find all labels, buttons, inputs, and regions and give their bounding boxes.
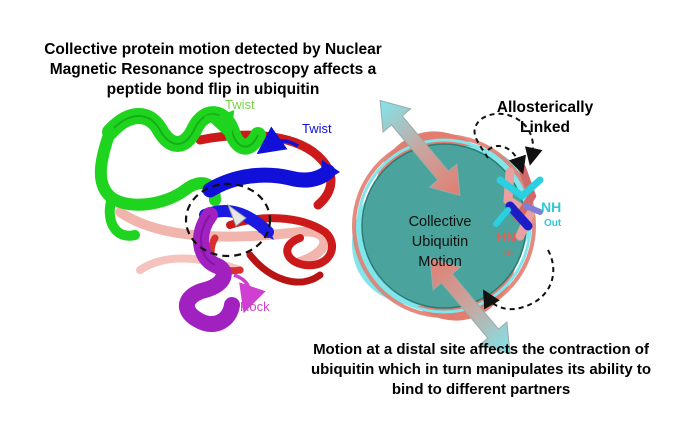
dashed-curved-arrow-icon <box>487 145 527 175</box>
double-arrow-icon <box>379 99 461 197</box>
title-line-1: Collective protein motion detected by Nu… <box>44 41 382 58</box>
title-line-2: Magnetic Resonance spectroscopy affects … <box>49 61 377 78</box>
dashed-circle-icon <box>184 182 272 258</box>
linked-text: Linked <box>520 119 570 136</box>
caption-line-2: ubiquitin which in turn manipulates its … <box>310 361 651 378</box>
collective-motion-diagram <box>352 99 544 355</box>
collective-line-1: Collective <box>408 214 472 230</box>
caption-line-1: Motion at a distal site affects the cont… <box>313 341 649 358</box>
collective-line-3: Motion <box>418 254 462 270</box>
peptide-bond-molecule <box>493 164 544 241</box>
rock-label: Rock <box>240 299 270 314</box>
figure-caption: Motion at a distal site affects the cont… <box>276 340 686 400</box>
double-arrow-icon <box>429 257 511 355</box>
figure-title: Collective protein motion detected by Nu… <box>18 40 408 100</box>
caption-line-3: bind to different partners <box>391 381 571 398</box>
dashed-curved-arrow-icon <box>473 112 543 166</box>
twist-green-arrow-icon <box>204 109 235 142</box>
twist-green-label: Twist <box>225 97 255 112</box>
twist-blue-arrow-icon <box>256 126 299 155</box>
collective-ubiquitin-motion-label: Collective Ubiquitin Motion <box>380 212 500 272</box>
allosterically-linked-label: Allosterically Linked <box>485 98 605 138</box>
in-label: In <box>504 248 513 259</box>
rock-arrow-icon <box>233 273 266 314</box>
twist-blue-label: Twist <box>302 121 332 136</box>
nh-label: NH <box>541 199 562 215</box>
allosterically-text: Allosterically <box>496 99 594 116</box>
dashed-curved-arrow-icon <box>483 249 555 311</box>
hn-label: HN <box>496 229 517 245</box>
out-label: Out <box>544 218 562 229</box>
collective-line-2: Ubiquitin <box>411 234 469 250</box>
ubiquitin-ribbon <box>94 106 340 332</box>
title-line-3: peptide bond flip in ubiquitin <box>106 81 320 98</box>
